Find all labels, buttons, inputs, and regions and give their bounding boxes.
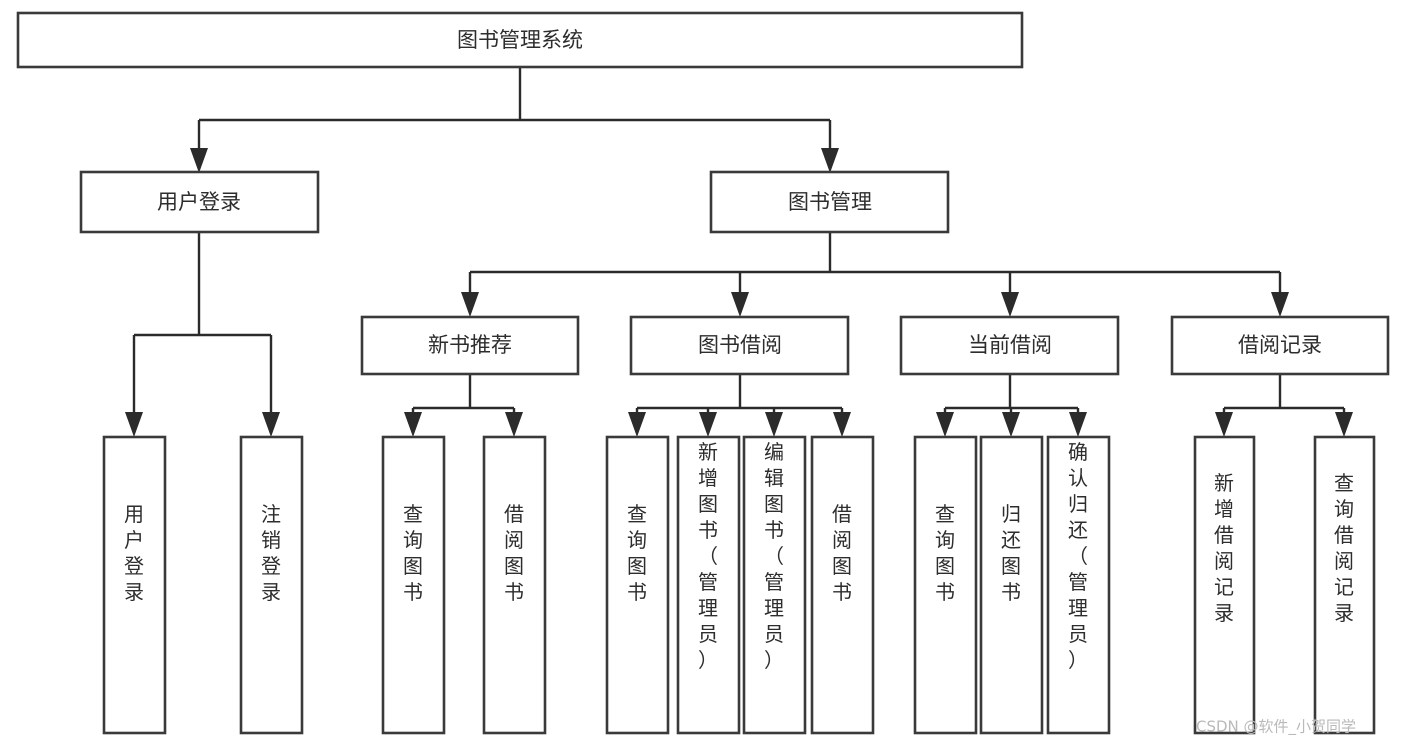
leaf-node-record-query[interactable]: 查询借阅记录	[1313, 435, 1376, 735]
leaf-label-b2: 新增图书（管理员）	[698, 440, 718, 672]
leaf-node-user-login-logout[interactable]: 注销登录	[239, 435, 304, 735]
node-user-login-box[interactable]	[79, 170, 320, 234]
leaf-box-n1[interactable]	[381, 435, 446, 735]
node-book-borrow[interactable]: 图书借阅	[629, 315, 850, 376]
csdn-watermark: CSDN @软件_小贺同学	[1196, 718, 1356, 737]
leaf-node-new-book-borrow[interactable]: 借阅图书	[482, 435, 547, 735]
leaf-node-borrow-borrow-book[interactable]: 借阅图书	[810, 435, 875, 735]
arrow-head-leaf-b1	[628, 412, 646, 437]
node-borrow-record-box[interactable]	[1170, 315, 1390, 376]
node-current-borrow[interactable]: 当前借阅	[899, 315, 1120, 376]
arrow-head-user-login	[190, 148, 208, 173]
leaf-node-current-query[interactable]: 查询图书	[913, 435, 978, 735]
node-current-borrow-label: 当前借阅	[968, 333, 1052, 357]
leaf-label-n1: 查询图书	[403, 502, 423, 604]
leaf-node-borrow-query[interactable]: 查询图书	[605, 435, 670, 735]
leaf-box-b2[interactable]	[676, 435, 741, 735]
leaf-node-current-return[interactable]: 归还图书	[979, 435, 1044, 735]
leaf-box-b1[interactable]	[605, 435, 670, 735]
leaf-label-c1: 查询图书	[935, 502, 955, 604]
leaf-box-c2[interactable]	[979, 435, 1044, 735]
leaf-label-u2: 注销登录	[261, 502, 281, 604]
arrow-head-leaf-u2	[262, 412, 280, 437]
leaf-label-r1: 新增借阅记录	[1214, 471, 1234, 625]
node-new-book-recommend-label: 新书推荐	[428, 333, 512, 357]
leaf-node-new-book-query[interactable]: 查询图书	[381, 435, 446, 735]
node-book-management-box[interactable]	[709, 170, 950, 234]
arrow-head-leaf-b3	[765, 412, 783, 437]
leaf-box-u1[interactable]	[102, 435, 167, 735]
arrow-head-leaf-c1	[936, 412, 954, 437]
leaf-box-u2[interactable]	[239, 435, 304, 735]
arrow-head-l3-4	[1271, 292, 1289, 317]
node-book-management-label: 图书管理	[788, 190, 872, 214]
connector-group-book-mgmt	[461, 232, 1289, 317]
node-new-book-recommend[interactable]: 新书推荐	[360, 315, 580, 376]
leaf-label-r2: 查询借阅记录	[1334, 471, 1354, 625]
leaf-node-current-confirm-return[interactable]: 确认归还（管理员）	[1046, 435, 1111, 735]
arrow-head-l3-2	[731, 292, 749, 317]
node-current-borrow-box[interactable]	[899, 315, 1120, 376]
leaf-box-r2[interactable]	[1313, 435, 1376, 735]
arrow-head-book-mgmt	[821, 148, 839, 173]
connector-group-borrow-record	[1215, 374, 1353, 437]
node-root-box[interactable]	[16, 11, 1024, 69]
arrow-head-leaf-r2	[1335, 412, 1353, 437]
node-root-label: 图书管理系统	[457, 28, 583, 52]
arrow-head-leaf-u1	[125, 412, 143, 437]
leaf-node-borrow-add-book[interactable]: 新增图书（管理员）	[676, 435, 741, 735]
leaf-node-record-add[interactable]: 新增借阅记录	[1193, 435, 1256, 735]
arrow-head-l3-1	[461, 292, 479, 317]
node-book-borrow-label: 图书借阅	[698, 333, 782, 357]
leaf-label-n2: 借阅图书	[504, 502, 524, 604]
leaf-node-borrow-edit-book[interactable]: 编辑图书（管理员）	[742, 435, 807, 735]
arrow-head-leaf-c3	[1069, 412, 1087, 437]
node-borrow-record-label: 借阅记录	[1238, 333, 1322, 357]
node-root[interactable]: 图书管理系统	[16, 11, 1024, 69]
leaf-box-c3[interactable]	[1046, 435, 1111, 735]
arrow-head-leaf-b4	[833, 412, 851, 437]
leaf-box-n2[interactable]	[482, 435, 547, 735]
node-user-login-label: 用户登录	[157, 190, 241, 214]
arrow-head-leaf-c2	[1002, 412, 1020, 437]
leaf-node-user-login-login[interactable]: 用户登录	[102, 435, 167, 735]
connector-group-current-borrow	[936, 374, 1087, 437]
arrow-head-l3-3	[1001, 292, 1019, 317]
node-book-management[interactable]: 图书管理	[709, 170, 950, 234]
connector-group-user-login	[125, 232, 280, 437]
arrow-head-leaf-n2	[505, 412, 523, 437]
connector-group-book-borrow	[628, 374, 851, 437]
leaf-label-b3: 编辑图书（管理员）	[764, 440, 784, 672]
arrow-head-leaf-r1	[1215, 412, 1233, 437]
arrow-head-leaf-b2	[699, 412, 717, 437]
arrow-head-leaf-n1	[404, 412, 422, 437]
node-new-book-recommend-box[interactable]	[360, 315, 580, 376]
leaf-label-b1: 查询图书	[627, 502, 647, 604]
leaf-label-u1: 用户登录	[124, 502, 144, 604]
node-borrow-record[interactable]: 借阅记录	[1170, 315, 1390, 376]
leaf-box-b4[interactable]	[810, 435, 875, 735]
leaf-label-c3: 确认归还（管理员）	[1068, 440, 1088, 672]
leaf-label-c2: 归还图书	[1001, 502, 1021, 604]
connector-group-root	[190, 67, 839, 173]
node-book-borrow-box[interactable]	[629, 315, 850, 376]
leaf-box-r1[interactable]	[1193, 435, 1256, 735]
leaf-box-c1[interactable]	[913, 435, 978, 735]
connector-group-new-book	[404, 374, 523, 437]
leaf-box-b3[interactable]	[742, 435, 807, 735]
leaf-label-b4: 借阅图书	[832, 502, 852, 604]
node-user-login[interactable]: 用户登录	[79, 170, 320, 234]
